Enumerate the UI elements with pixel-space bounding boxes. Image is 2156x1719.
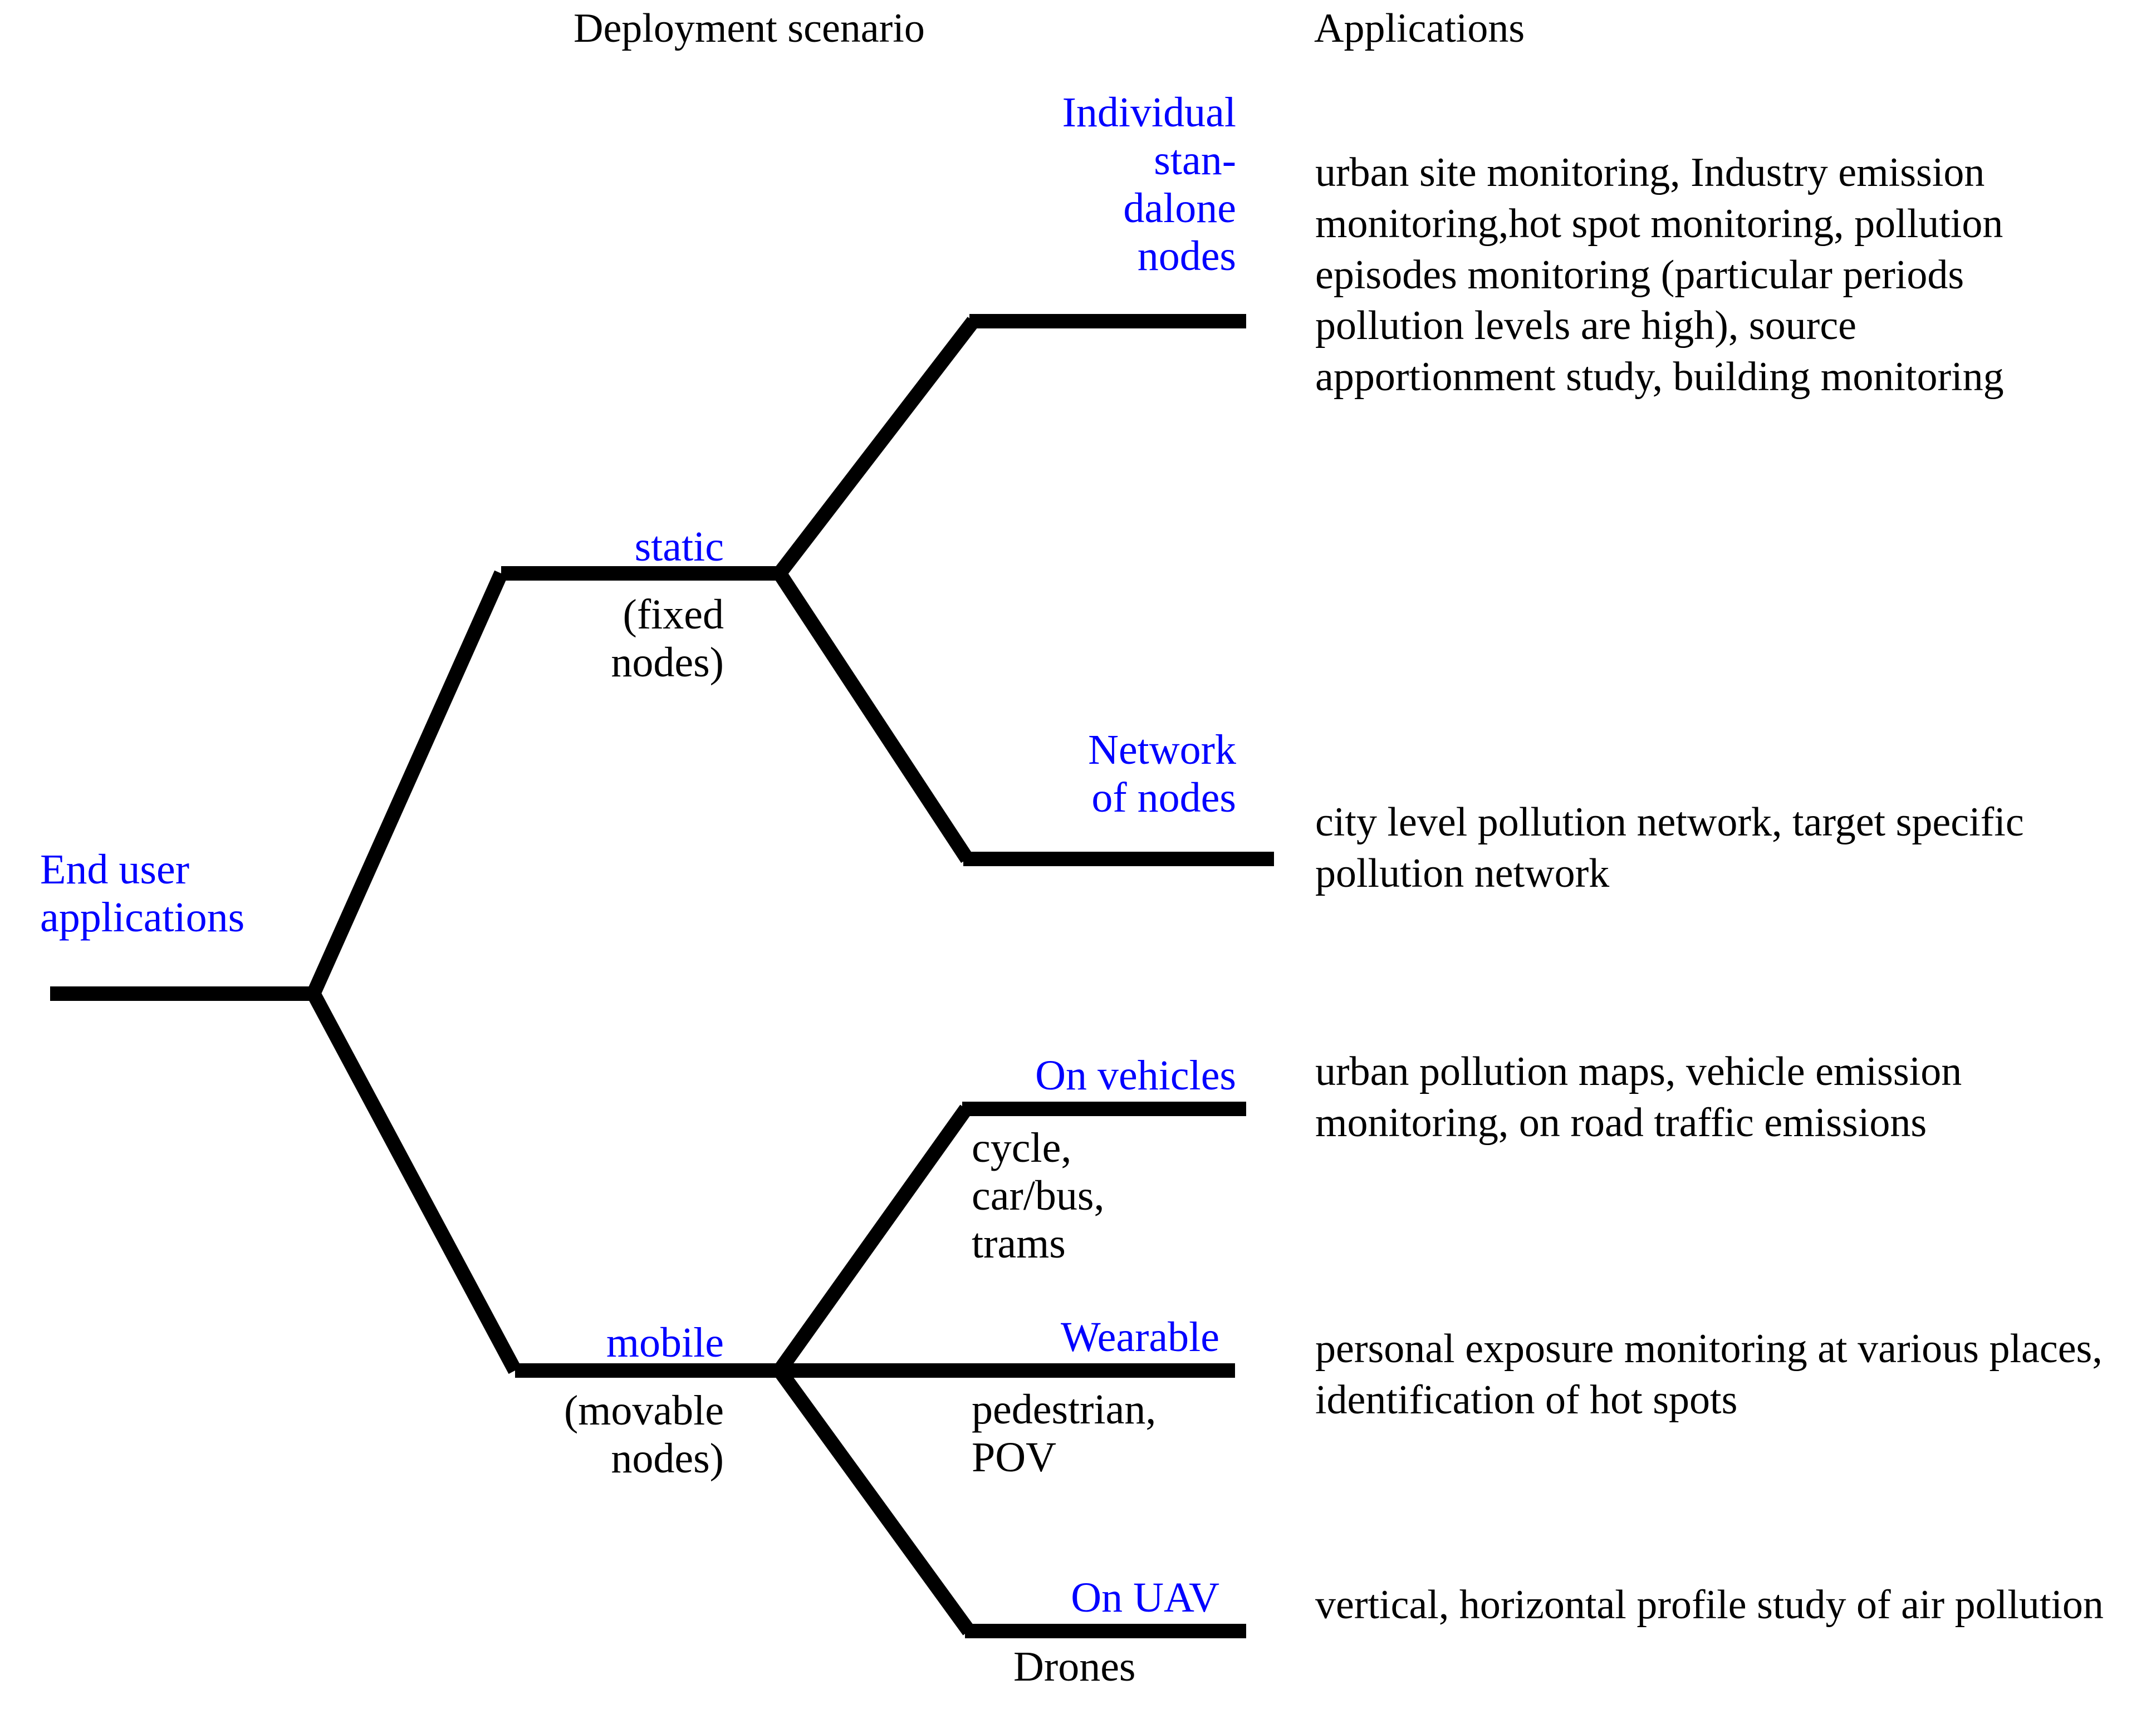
application-individual-standalone-nodes: urban site monitoring, Industry emission…: [1315, 150, 2004, 400]
column-header-applications: Applications: [1314, 6, 1525, 51]
line-static-to-individual: [773, 317, 979, 578]
application-on-vehicles: urban pollution maps, vehicle emission m…: [1315, 1049, 1962, 1146]
node-static-label[interactable]: static: [634, 523, 724, 570]
application-wearable: personal exposure monitoring at various …: [1315, 1326, 2103, 1423]
node-individual-standalone-nodes-label[interactable]: Individual stan- dalone nodes: [1062, 89, 1236, 279]
application-on-uav: vertical, horizontal profile study of ai…: [1315, 1582, 2104, 1628]
node-wearable-sublabel: pedestrian, POV: [972, 1386, 1157, 1481]
column-header-deployment-scenario: Deployment scenario: [574, 6, 925, 51]
node-on-uav-sublabel: Drones: [1013, 1643, 1136, 1690]
node-on-vehicles-sublabel: cycle, car/bus, trams: [972, 1124, 1105, 1267]
node-network-of-nodes-label[interactable]: Network of nodes: [1088, 726, 1236, 821]
line-root-to-mobile: [307, 990, 522, 1374]
node-mobile-label[interactable]: mobile: [606, 1319, 724, 1366]
node-static-sublabel: (fixed nodes): [611, 591, 724, 686]
node-on-uav-label[interactable]: On UAV: [1071, 1574, 1219, 1621]
node-on-vehicles-label[interactable]: On vehicles: [1035, 1052, 1236, 1099]
node-root-end-user-applications[interactable]: End user applications: [40, 846, 245, 941]
node-mobile-sublabel: (movable nodes): [564, 1387, 724, 1482]
application-network-of-nodes: city level pollution network, target spe…: [1315, 799, 2024, 896]
node-wearable-label[interactable]: Wearable: [1061, 1314, 1219, 1361]
